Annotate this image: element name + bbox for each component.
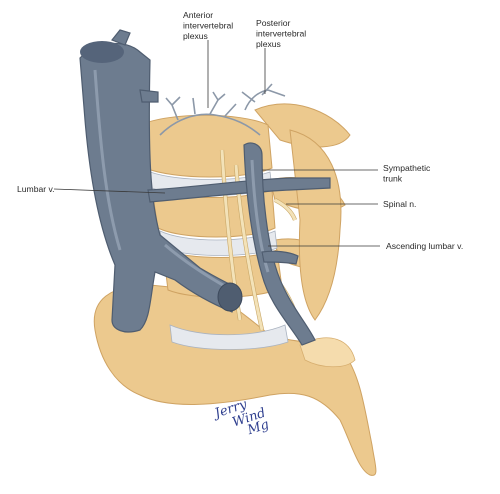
- label-sympathetic-trunk: Sympathetic trunk: [383, 163, 433, 184]
- vertebral-body-l3: [139, 114, 273, 178]
- sacral-ala: [299, 337, 356, 368]
- iliac-vein-cut-end: [217, 282, 243, 312]
- label-lumbar-vein: Lumbar v.: [17, 184, 55, 194]
- svg-text:Mg: Mg: [245, 417, 271, 438]
- leader-lumbar-vein: [53, 188, 166, 194]
- artist-signature: Jerry Wind Mg: [210, 397, 271, 439]
- intervertebral-plexus: [159, 83, 286, 136]
- vein-branch-lower: [261, 250, 299, 265]
- tributary-vein-top: [111, 29, 131, 46]
- label-spinal-nerve: Spinal n.: [383, 199, 416, 209]
- label-ascending-lumbar-vein: Ascending lumbar v.: [386, 241, 463, 251]
- disc-l5-s1: [169, 324, 289, 350]
- label-posterior-plexus: Posterior intervertebral plexus: [256, 18, 309, 49]
- spinous-process: [289, 129, 342, 321]
- ascending-lumbar-vein-vessel: [243, 142, 316, 346]
- label-anterior-plexus: Anterior intervertebral plexus: [183, 10, 236, 41]
- tributary-vein-right: [139, 89, 159, 103]
- lumbar-vein: [147, 177, 331, 203]
